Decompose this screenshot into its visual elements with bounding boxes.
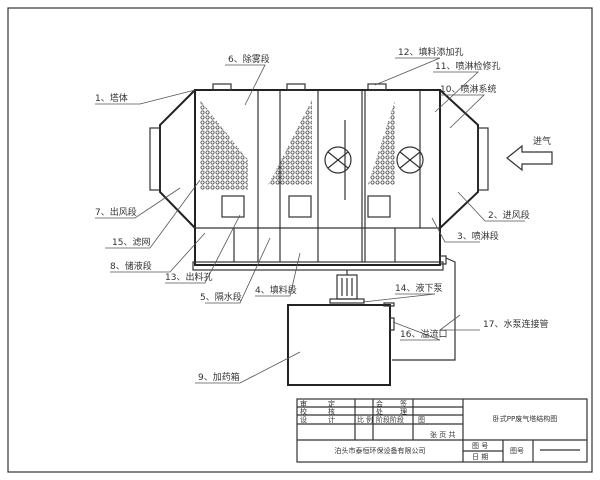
callout-9: 9、加药箱: [198, 371, 240, 383]
callout-15: 15、滤网: [112, 236, 150, 248]
spray-nozzle-icon: [396, 146, 424, 174]
callout-5: 5、隔水段: [200, 291, 242, 303]
packing-media: [368, 100, 395, 185]
svg-text:理: 理: [400, 408, 407, 416]
callout-3: 3、喷淋段: [457, 230, 499, 242]
svg-text:定: 定: [328, 399, 335, 408]
callout-7: 7、出风段: [95, 206, 137, 218]
callout-8: 8、储液段: [110, 260, 152, 272]
svg-text:图 号: 图 号: [472, 442, 488, 450]
svg-text:核: 核: [328, 407, 335, 416]
svg-text:例: 例: [366, 415, 373, 424]
callout-14: 14、液下泵: [395, 282, 442, 294]
callout-17: 17、水泵连接管: [483, 318, 548, 330]
inlet-arrow-icon: [506, 144, 553, 172]
callout-16: 16、溢流口: [400, 328, 447, 340]
leader-lines: [95, 57, 525, 384]
tower-body: [149, 83, 489, 361]
svg-text:会: 会: [376, 399, 383, 408]
inspection-window: [221, 195, 245, 218]
callout-13: 13、出料孔: [165, 271, 212, 283]
drawing-frame: [7, 7, 593, 473]
title-block: 审 定 会 签 校 核 处 理 设 计 比 例 阶段阶段 图 张 页 共 卧式P…: [296, 398, 588, 463]
svg-text:图: 图: [418, 416, 425, 424]
drawing-title: 卧式PP废气塔结构图: [493, 414, 557, 423]
svg-text:图号: 图号: [510, 447, 524, 455]
packing-media: [200, 100, 248, 190]
inspection-window: [367, 195, 391, 218]
callout-4: 4、填料段: [255, 284, 297, 296]
svg-text:处: 处: [376, 407, 383, 416]
packing-media: [268, 100, 312, 185]
svg-text:日 期: 日 期: [472, 453, 488, 461]
svg-text:计: 计: [328, 415, 335, 424]
inlet-label: 进气: [533, 135, 551, 147]
callout-6: 6、除雾段: [228, 53, 270, 65]
callout-10: 10、喷淋系统: [440, 83, 496, 95]
svg-text:签: 签: [400, 399, 407, 408]
svg-text:审: 审: [300, 399, 307, 408]
svg-text:阶段阶段: 阶段阶段: [376, 415, 404, 424]
svg-text:设: 设: [300, 415, 307, 424]
dosing-tank: [287, 304, 391, 386]
callout-1: 1、塔体: [95, 92, 128, 104]
company-name: 泊头市泰恒环保设备有限公司: [335, 446, 426, 455]
svg-text:校: 校: [300, 407, 307, 416]
callout-2: 2、进风段: [488, 209, 530, 221]
svg-text:比: 比: [357, 415, 364, 424]
submerged-pump: [329, 270, 365, 304]
callout-11: 11、喷淋检修孔: [435, 60, 500, 72]
callout-12: 12、填料添加孔: [398, 46, 463, 58]
callout-labels: 1、塔体 2、进风段 3、喷淋段 4、填料段 5、隔水段 6、除雾段 7、出风段…: [95, 46, 548, 383]
inspection-window: [288, 195, 312, 218]
spray-nozzle-icon: [324, 146, 352, 174]
sheet-info: 张 页 共: [430, 430, 455, 439]
